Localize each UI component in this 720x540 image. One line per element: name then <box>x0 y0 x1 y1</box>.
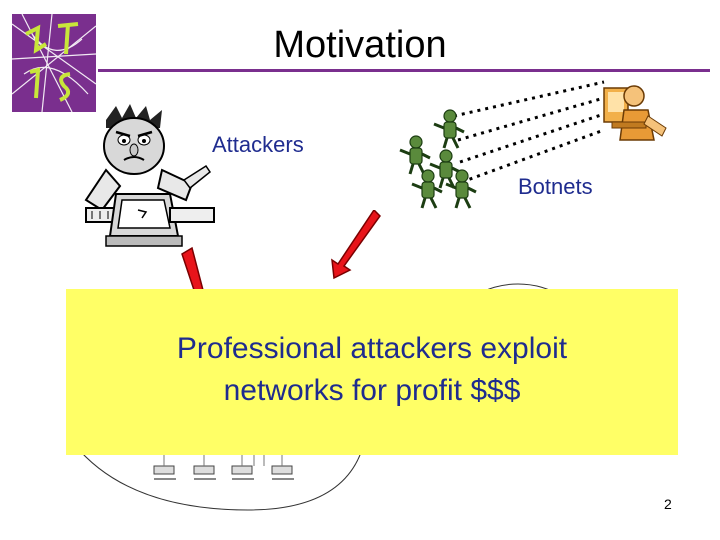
arrow-icon <box>331 210 381 280</box>
logo-icon <box>12 14 96 112</box>
botnets-label: Botnets <box>518 174 593 199</box>
title-rule <box>98 69 710 72</box>
attackers-label: Attackers <box>212 132 304 157</box>
computer-user-icon <box>603 85 667 141</box>
page-number: 2 <box>664 496 672 512</box>
network-diagram <box>73 210 568 511</box>
zombie-icon <box>399 80 667 209</box>
page-title: Motivation <box>273 24 447 66</box>
callout-line-2: networks for profit $$$ <box>223 374 521 407</box>
attacker-icon <box>84 104 215 247</box>
callout-box: Professional attackers exploit networks … <box>66 289 678 455</box>
callout-line-1: Professional attackers exploit <box>176 332 568 365</box>
